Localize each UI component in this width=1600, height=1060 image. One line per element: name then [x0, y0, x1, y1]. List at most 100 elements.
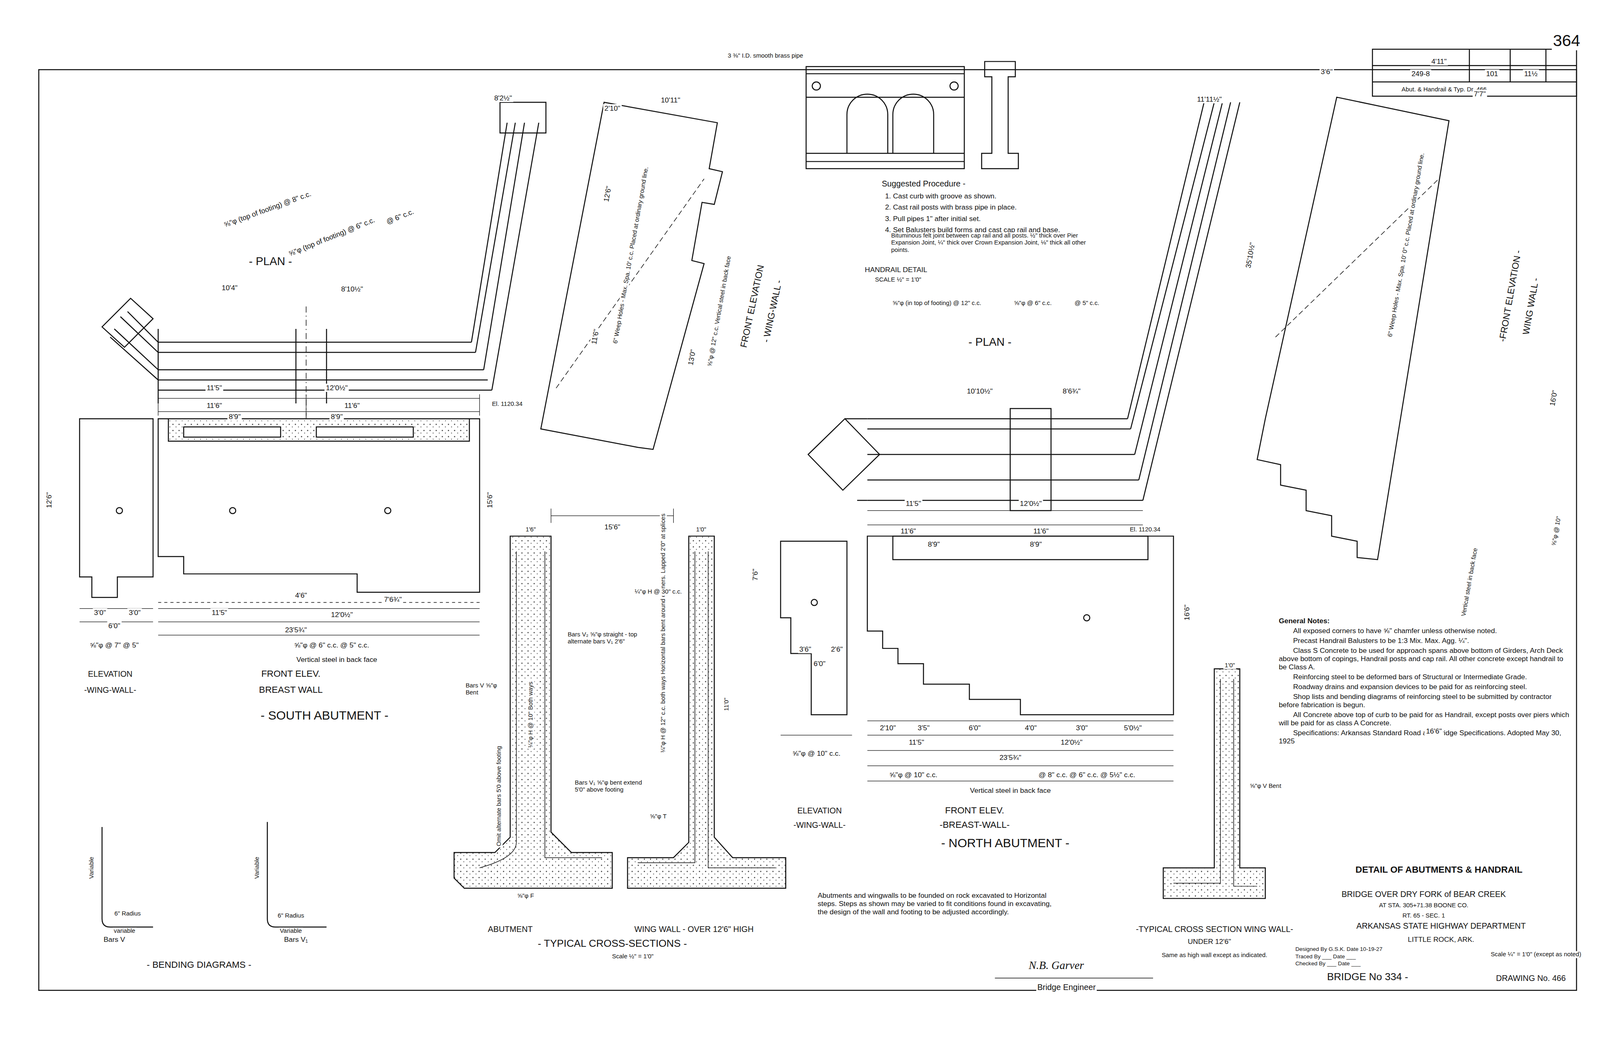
drawing-label: ELEVATION	[86, 668, 134, 679]
drawing-label: 35'10½"	[1243, 240, 1257, 270]
drawing-label: Traced By ___ Date ___	[1294, 953, 1358, 960]
note-text: All Concrete above top of curb to be pai…	[1278, 710, 1570, 727]
drawing-label: 11'5"	[205, 383, 224, 392]
drawing-label: 6" Radius	[113, 909, 142, 917]
drawing-label: BREAST WALL	[257, 684, 324, 696]
drawing-label: ⅝"φ F	[516, 892, 536, 900]
drawing-label: @ 8" c.c. @ 6" c.c. @ 5½" c.c.	[1037, 770, 1137, 779]
drawing-label: 2. Cast rail posts with brass pipe in pl…	[883, 202, 1019, 212]
drawing-label: Abutments and wingwalls to be founded on…	[816, 890, 1064, 916]
drawing-label: ¼"φ H @ 10" Both ways	[527, 680, 535, 749]
drawing-label: 6'0"	[967, 723, 982, 732]
drawing-label: Omit alternate bars 5'0 above footing	[495, 744, 503, 848]
drawing-label: HANDRAIL DETAIL	[863, 265, 929, 274]
drawing-label: @ 6" c.c.	[383, 206, 417, 226]
drawing-label: 4'6"	[293, 590, 309, 600]
drawing-label: Variable	[88, 855, 96, 880]
drawing-label: 12'0½"	[1059, 737, 1084, 747]
drawing-label: ⅝"φ (top of footing) @ 6" c.c.	[286, 215, 378, 259]
drawing-label: FRONT ELEV.	[260, 668, 322, 680]
note-text: Specifications: Arkansas Standard Road a…	[1278, 728, 1570, 745]
drawing-label: Checked By ___ Date ___	[1294, 960, 1363, 967]
drawing-label: ⅝"φ @ 7" @ 5"	[88, 640, 140, 649]
drawing-label: ⅝"φ @ 12" c.c. Vertical steel in back fa…	[706, 254, 733, 369]
drawing-label: UNDER 12'6"	[1186, 937, 1233, 946]
drawing-label: ¼"φ H @ 12" c.c. both ways Horizontal ba…	[659, 511, 667, 754]
drawing-label: 249-8	[1410, 69, 1431, 78]
drawing-label: 8'9"	[329, 412, 345, 421]
drawing-label: 8'2½"	[493, 93, 514, 103]
drawing-label: 16'6"	[1424, 726, 1444, 735]
drawing-label: 3. Pull pipes 1" after initial set.	[883, 214, 982, 223]
drawing-label: Bars V	[102, 934, 127, 944]
drawing-label: 11'6"	[205, 401, 224, 410]
drawing-label: 11'6"	[343, 401, 361, 410]
drawing-label: Bridge Engineer	[1036, 982, 1098, 992]
drawing-label: DRAWING No. 466	[1494, 972, 1568, 983]
drawing-label: El. 1120.34	[1128, 526, 1162, 534]
note-text: Shop lists and bending diagrams of reinf…	[1278, 692, 1570, 709]
drawing-label: ¼"φ H @ 30" c.c.	[633, 588, 684, 596]
drawing-label: Variable	[278, 927, 304, 935]
drawing-label: 10'10½"	[965, 386, 994, 396]
drawing-label: variable	[112, 927, 137, 935]
drawing-label: WING WALL -	[1520, 275, 1542, 337]
drawing-label: 15'6"	[603, 522, 622, 531]
drawing-label: - TYPICAL CROSS-SECTIONS -	[536, 937, 689, 949]
drawing-label: 8'6¾"	[1061, 386, 1082, 396]
drawing-label: Bars V₂ ⅝"φ straight - top alternate bar…	[566, 630, 646, 645]
drawing-label: 10'4"	[220, 283, 240, 292]
drawing-label: ⅝"φ (top of footing) @ 8" c.c.	[221, 189, 314, 230]
drawing-label: BRIDGE No 334 -	[1325, 970, 1410, 983]
drawing-label: Bars V₁ ⅝"φ bent extend 5'0" above footi…	[573, 778, 648, 793]
drawing-label: 3'0"	[1074, 723, 1089, 732]
drawing-label: ⅝"φ @ 6" c.c. @ 5" c.c.	[293, 640, 371, 649]
drawing-label: -TYPICAL CROSS SECTION WING WALL-	[1134, 923, 1295, 934]
drawing-label: - SOUTH ABUTMENT -	[259, 708, 390, 723]
drawing-label: 12'0½"	[324, 383, 349, 392]
drawing-label: ABUTMENT	[486, 923, 535, 934]
drawing-label: 6" Weep Holes - Max. Spa. 10' c.c. Place…	[611, 165, 651, 346]
drawing-label: Scale ½" = 1'0"	[610, 952, 655, 960]
drawing-label: 2'10"	[603, 104, 622, 113]
drawing-title: DETAIL OF ABUTMENTS & HANDRAIL	[1351, 864, 1528, 875]
drawing-label: ⅝"φ V Bent	[1248, 782, 1283, 790]
general-notes: General Notes:All exposed corners to hav…	[1278, 616, 1570, 747]
note-text: Roadway drains and expansion devices to …	[1278, 682, 1570, 691]
drawing-label: 12'0½"	[329, 610, 354, 619]
drawing-label: ⅝"φ @ 10"	[1550, 513, 1563, 547]
drawing-label: -WING-WALL-	[82, 685, 138, 695]
drawing-label: 8'9"	[227, 412, 242, 421]
drawing-label: 8'10½"	[339, 284, 365, 294]
note-text: All exposed corners to have ⅝" chamfer u…	[1278, 626, 1570, 635]
drawing-label: 1'0"	[694, 526, 708, 534]
drawing-label: 11'5"	[907, 737, 926, 747]
drawing-label: 8'9"	[926, 539, 942, 549]
drawing-label: FRONT ELEV.	[944, 804, 1006, 816]
drawing-label: Variable	[253, 855, 261, 880]
drawing-label: 4'11"	[1430, 57, 1448, 66]
drawing-label: 8'9"	[1028, 539, 1044, 549]
drawing-label: - NORTH ABUTMENT -	[939, 835, 1071, 850]
drawing-label: ⅝"φ @ 10" c.c.	[791, 748, 842, 758]
note-text: Class S Concrete to be used for approach…	[1278, 646, 1570, 671]
note-text: Precast Handrail Balusters to be 1:3 Mix…	[1278, 636, 1570, 645]
drawing-label: 12'6"	[44, 490, 54, 510]
drawing-label: Vertical steel in back face	[968, 786, 1052, 795]
drawing-label: 3'5"	[916, 723, 931, 732]
drawing-label: BRIDGE OVER DRY FORK of BEAR CREEK	[1340, 889, 1507, 899]
drawing-label: - BENDING DIAGRAMS -	[145, 959, 253, 970]
drawing-label: SCALE ½" = 1'0"	[873, 276, 923, 284]
drawing-label: 6" Weep Holes - Max. Spa. 10' 0" c.c. Pl…	[1386, 151, 1427, 339]
drawing-label: 23'5¾"	[283, 625, 309, 634]
drawing-label: -BREAST-WALL-	[938, 819, 1011, 831]
drawing-label: ⅝"φ (in top of footing) @ 12" c.c.	[891, 299, 983, 307]
drawing-label: ⅝"φ @ 10" c.c.	[888, 770, 939, 779]
drawing-label: 3'0"	[93, 608, 108, 617]
drawing-label: 5'0½"	[1122, 723, 1143, 732]
drawing-label: 16'0"	[1547, 388, 1559, 408]
drawing-label: Designed By G.S.K. Date 10-19-27	[1294, 946, 1384, 953]
drawing-label: Suggested Procedure -	[880, 179, 967, 189]
drawing-label: 13'0"	[686, 347, 698, 367]
